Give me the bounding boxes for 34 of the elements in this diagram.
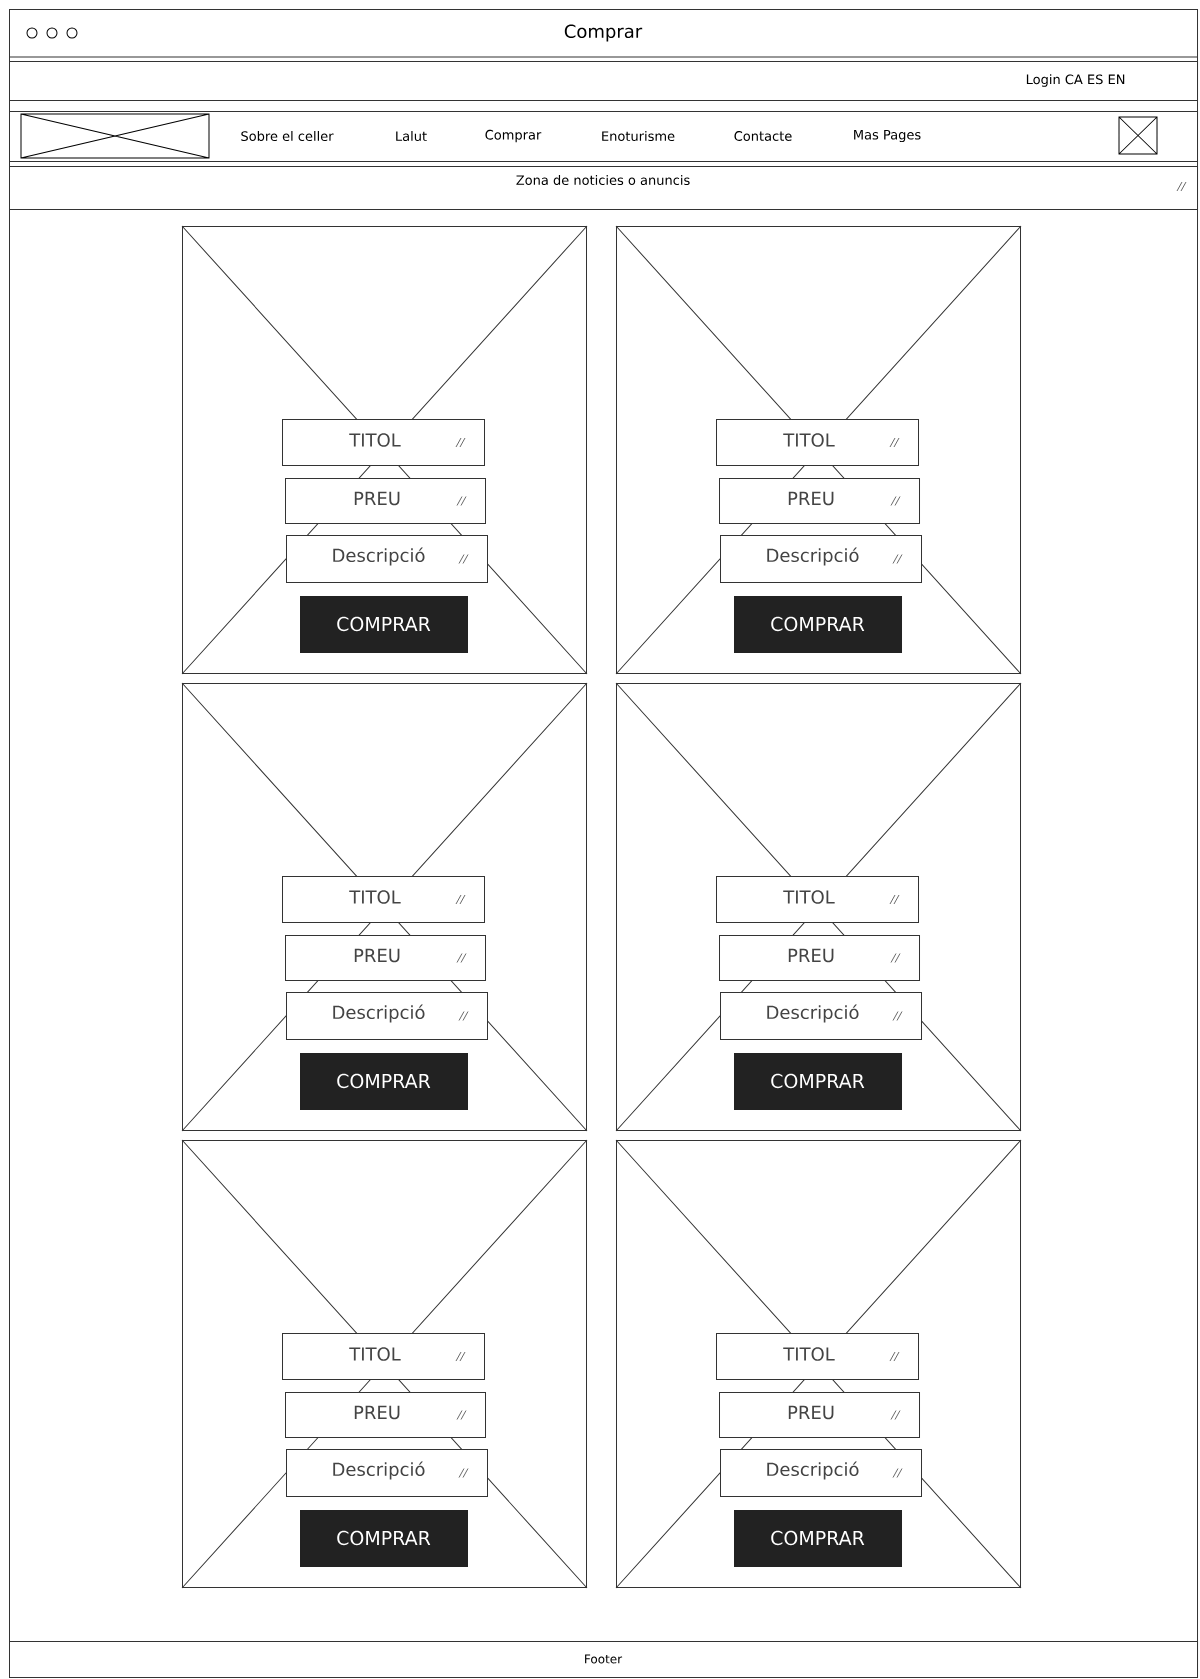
- buy-button: COMPRAR: [734, 1510, 902, 1567]
- nav-link: Lalut: [396, 130, 427, 142]
- text-field: Descripció: [720, 1449, 922, 1497]
- text-field: PREU: [719, 478, 920, 524]
- text-field: TITOL: [716, 1333, 919, 1380]
- buy-button: COMPRAR: [300, 596, 468, 653]
- text-field: Descripció: [720, 992, 922, 1040]
- text-field: PREU: [285, 1392, 486, 1438]
- text-field: Descripció: [286, 1449, 488, 1497]
- buy-button: COMPRAR: [300, 1053, 468, 1110]
- text-field: Descripció: [286, 992, 488, 1040]
- nav-link: Comprar: [485, 129, 542, 143]
- nav-link: Sobre el celler: [241, 130, 334, 142]
- text-field: PREU: [719, 935, 920, 981]
- text-field: Descripció: [720, 535, 922, 583]
- buy-button: COMPRAR: [734, 1053, 902, 1110]
- nav-link: Mas Pages: [854, 129, 921, 143]
- buy-button: COMPRAR: [734, 596, 902, 653]
- nav-link: Enoturisme: [602, 130, 675, 142]
- text-field: TITOL: [282, 876, 485, 923]
- nav-link: Contacte: [734, 131, 792, 141]
- news-banner: Zona de noticies o anuncis: [9, 166, 1198, 210]
- window-title: Comprar: [564, 24, 643, 42]
- text-field: PREU: [285, 478, 486, 524]
- text-field: PREU: [719, 1392, 920, 1438]
- top-bar: Login CA ES EN: [9, 61, 1198, 101]
- text-field: TITOL: [282, 1333, 485, 1380]
- text-field: TITOL: [716, 876, 919, 923]
- footer-bar: Footer: [9, 1641, 1198, 1678]
- text-field: Descripció: [286, 535, 488, 583]
- text-field: TITOL: [282, 419, 485, 466]
- buy-button: COMPRAR: [300, 1510, 468, 1567]
- text-field: TITOL: [716, 419, 919, 466]
- text-field: PREU: [285, 935, 486, 981]
